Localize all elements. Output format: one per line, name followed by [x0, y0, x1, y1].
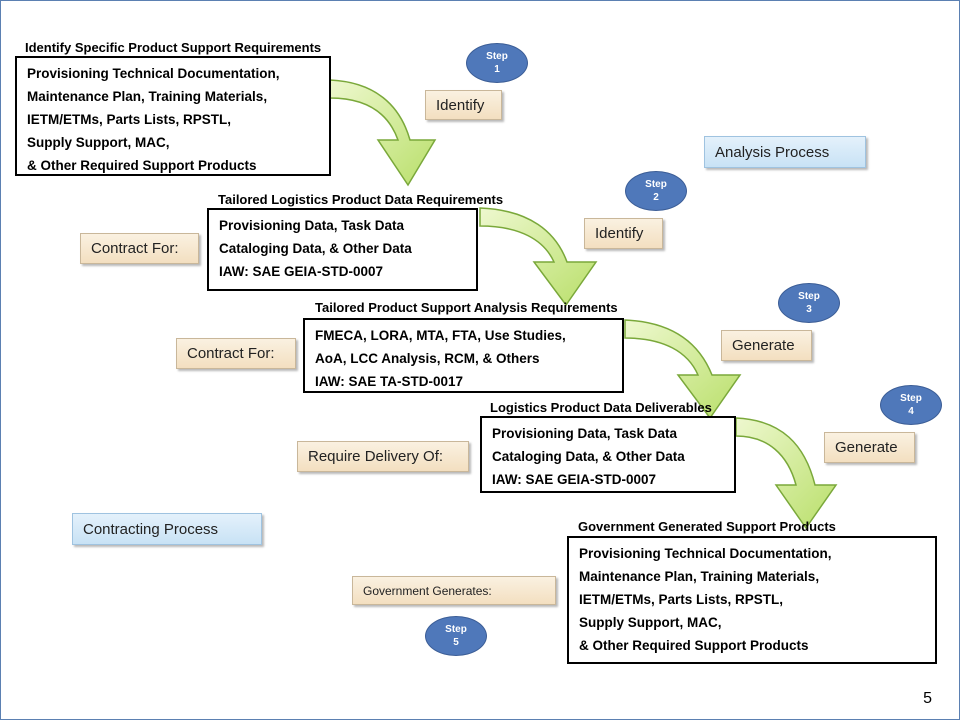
step4-line: Cataloging Data, & Other Data: [492, 449, 685, 464]
analysis-process-label: Analysis Process: [704, 136, 866, 168]
step3-action-label: Generate: [721, 330, 812, 361]
step2-requirements-box: Provisioning Data, Task Data Cataloging …: [207, 208, 478, 291]
step1-line: Supply Support, MAC,: [27, 135, 170, 150]
step1-line: & Other Required Support Products: [27, 158, 257, 173]
step4-action-label: Generate: [824, 432, 915, 463]
step-badge-number: 3: [806, 304, 812, 315]
contracting-process-label: Contracting Process: [72, 513, 262, 545]
step-badge-number: 1: [494, 64, 500, 75]
step5-line: IETM/ETMs, Parts Lists, RPSTL,: [579, 592, 784, 607]
step4-line: Provisioning Data, Task Data: [492, 426, 678, 441]
step4-title: Logistics Product Data Deliverables: [490, 400, 712, 415]
step2-badge: Step 2: [625, 171, 687, 211]
step1-title: Identify Specific Product Support Requir…: [25, 40, 322, 55]
step3-contract-label: Contract For:: [176, 338, 296, 369]
step2-contract-label: Contract For:: [80, 233, 199, 264]
step1-line: Maintenance Plan, Training Materials,: [27, 89, 268, 104]
step5-products-box: Provisioning Technical Documentation, Ma…: [567, 536, 937, 664]
step5-line: Supply Support, MAC,: [579, 615, 722, 630]
step-badge-word: Step: [445, 624, 467, 635]
step2-title: Tailored Logistics Product Data Requirem…: [218, 192, 504, 207]
step3-line: FMECA, LORA, MTA, FTA, Use Studies,: [315, 328, 566, 343]
step-badge-word: Step: [486, 51, 508, 62]
step-badge-number: 2: [653, 192, 659, 203]
step2-line: Cataloging Data, & Other Data: [219, 241, 412, 256]
step4-deliverables-box: Provisioning Data, Task Data Cataloging …: [480, 416, 736, 493]
step3-requirements-box: FMECA, LORA, MTA, FTA, Use Studies, AoA,…: [303, 318, 624, 393]
page-number: 5: [923, 690, 932, 707]
step1-action-label: Identify: [425, 90, 502, 120]
step4-line: IAW: SAE GEIA-STD-0007: [492, 472, 657, 487]
flow-arrow-2: [479, 207, 598, 307]
flow-arrow-4: [735, 417, 838, 530]
step-badge-word: Step: [645, 179, 667, 190]
step3-badge: Step 3: [778, 283, 840, 323]
step-badge-word: Step: [798, 291, 820, 302]
step2-line: IAW: SAE GEIA-STD-0007: [219, 264, 384, 279]
step5-badge: Step 5: [425, 616, 487, 656]
step-badge-word: Step: [900, 393, 922, 404]
step1-requirements-box: Provisioning Technical Documentation, Ma…: [15, 56, 331, 176]
step1-line: IETM/ETMs, Parts Lists, RPSTL,: [27, 112, 232, 127]
step5-government-label: Government Generates:: [352, 576, 556, 605]
step1-badge: Step 1: [466, 43, 528, 83]
step3-title: Tailored Product Support Analysis Requir…: [315, 300, 618, 315]
step4-delivery-label: Require Delivery Of:: [297, 441, 469, 472]
flow-arrow-1: [329, 79, 437, 187]
step-badge-number: 4: [908, 406, 914, 417]
step1-line: Provisioning Technical Documentation,: [27, 66, 280, 81]
step-badge-number: 5: [453, 637, 459, 648]
step2-action-label: Identify: [584, 218, 663, 249]
step5-line: & Other Required Support Products: [579, 638, 809, 653]
step4-badge: Step 4: [880, 385, 942, 425]
step5-title: Government Generated Support Products: [578, 519, 836, 534]
step2-line: Provisioning Data, Task Data: [219, 218, 405, 233]
step3-line: IAW: SAE TA-STD-0017: [315, 374, 464, 389]
step5-line: Maintenance Plan, Training Materials,: [579, 569, 820, 584]
step5-line: Provisioning Technical Documentation,: [579, 546, 832, 561]
step3-line: AoA, LCC Analysis, RCM, & Others: [315, 351, 540, 366]
